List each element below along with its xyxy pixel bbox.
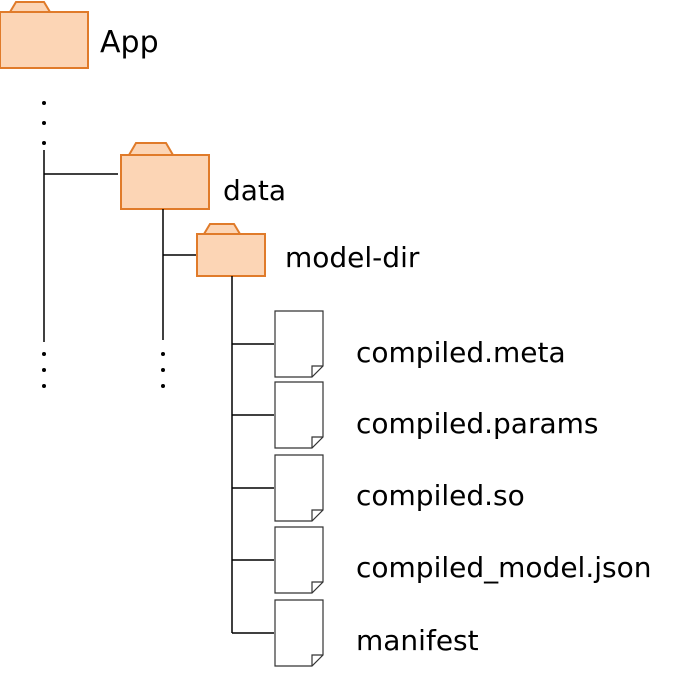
file-icon [274, 454, 324, 522]
folder-model-dir: model-dir [196, 223, 420, 277]
folder-data: data [120, 142, 286, 210]
file-label: manifest [356, 624, 479, 657]
file-icon [274, 381, 324, 449]
folder-label-data: data [223, 174, 286, 207]
file-compiled-meta: compiled.meta [232, 310, 566, 378]
file-label: compiled.params [356, 407, 599, 440]
folder-label-model-dir: model-dir [285, 241, 420, 274]
ellipsis-dots-left [42, 352, 46, 388]
file-manifest: manifest [232, 599, 479, 667]
file-icon [274, 526, 324, 594]
folder-icon [120, 142, 210, 210]
folder-icon [0, 0, 89, 69]
folder-icon [196, 223, 266, 277]
file-icon [274, 310, 324, 378]
file-compiled-params: compiled.params [232, 381, 599, 449]
file-icon [274, 599, 324, 667]
ellipsis-dots-middle [161, 352, 165, 388]
file-compiled-so: compiled.so [232, 454, 525, 522]
ellipsis-dots-upper [42, 101, 46, 145]
folder-label-app: App [100, 25, 159, 60]
folder-app: App [0, 0, 159, 69]
file-label: compiled.so [356, 479, 525, 512]
file-compiled-model-json: compiled_model.json [232, 526, 651, 594]
file-label: compiled.meta [356, 336, 566, 369]
file-label: compiled_model.json [356, 551, 651, 584]
